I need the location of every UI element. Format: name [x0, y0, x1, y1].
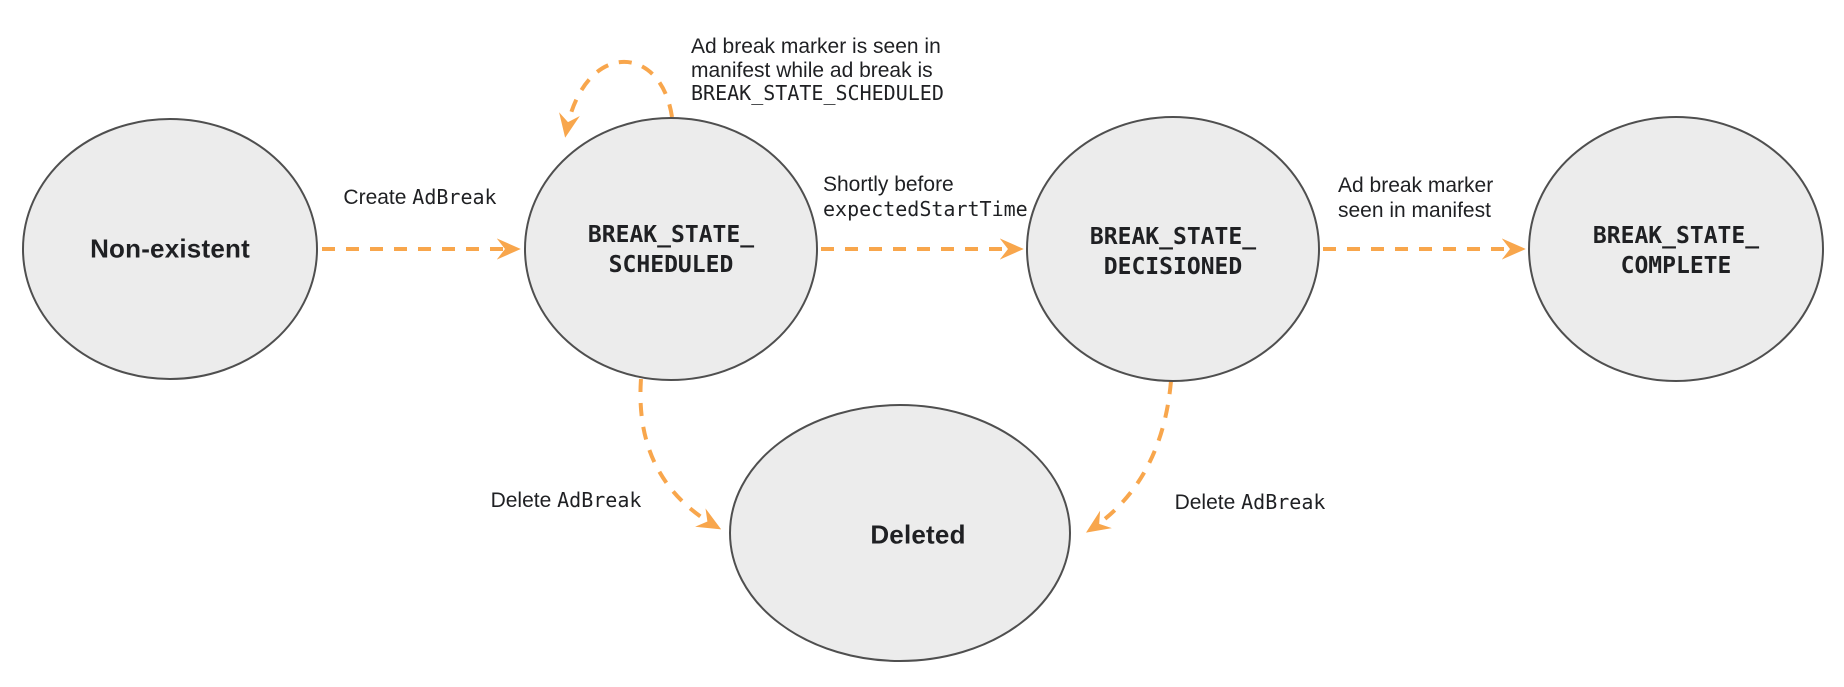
state-label-decisioned-line2: DECISIONED: [1103, 254, 1243, 280]
state-label-complete-line1: BREAK_STATE_: [1592, 223, 1760, 249]
state-label-scheduled-line1: BREAK_STATE_: [587, 222, 755, 248]
state-node-scheduled: [524, 117, 818, 381]
state-label-complete: BREAK_STATE_ COMPLETE: [1593, 221, 1759, 281]
edge-label-self-loop-code: BREAK_STATE_SCHEDULED: [691, 81, 944, 105]
state-label-scheduled-line2: SCHEDULED: [608, 252, 734, 278]
edge-label-shortly-before-code: expectedStartTime: [823, 197, 1028, 221]
edge-label-delete-left: Delete AdBreak: [491, 488, 642, 513]
state-label-scheduled: BREAK_STATE_ SCHEDULED: [588, 220, 754, 280]
edge-label-self-loop-line1: Ad break marker is seen in: [691, 35, 941, 58]
edge-label-create-code: AdBreak: [412, 185, 497, 209]
edge-label-self-loop: Ad break marker is seen in manifest whil…: [691, 35, 944, 106]
edge-scheduled-to-deleted: [638, 378, 722, 530]
state-node-non-existent: [22, 118, 318, 380]
state-node-complete: [1528, 116, 1824, 382]
edge-label-delete-right: Delete AdBreak: [1175, 490, 1326, 515]
state-node-decisioned: [1026, 116, 1320, 382]
edge-label-self-loop-line2: manifest while ad break is: [691, 58, 933, 82]
edge-label-create: Create AdBreak: [343, 185, 496, 210]
state-label-complete-line2: COMPLETE: [1620, 253, 1732, 279]
edge-label-delete-left-code: AdBreak: [557, 488, 642, 512]
edge-label-marker-seen: Ad break marker seen in manifest: [1338, 173, 1493, 223]
edge-decisioned-to-deleted: [1086, 380, 1173, 533]
edge-label-create-text: Create: [343, 186, 407, 209]
edge-label-delete-left-text: Delete: [490, 489, 552, 512]
edge-label-shortly-before: Shortly before expectedStartTime: [823, 173, 1028, 221]
edge-label-marker-seen-line1: Ad break marker: [1338, 174, 1494, 197]
state-label-decisioned-line1: BREAK_STATE_: [1089, 224, 1257, 250]
edge-label-delete-right-text: Delete: [1174, 491, 1236, 514]
state-label-decisioned: BREAK_STATE_ DECISIONED: [1090, 222, 1256, 282]
edge-label-shortly-before-line1: Shortly before: [823, 173, 954, 196]
state-label-deleted: Deleted: [870, 519, 966, 550]
state-label-non-existent: Non-existent: [90, 233, 250, 264]
state-node-deleted: [729, 404, 1071, 662]
edge-self-loop-scheduled: [559, 60, 674, 138]
edge-label-marker-seen-line2: seen in manifest: [1338, 199, 1491, 222]
edge-label-delete-right-code: AdBreak: [1241, 490, 1326, 514]
